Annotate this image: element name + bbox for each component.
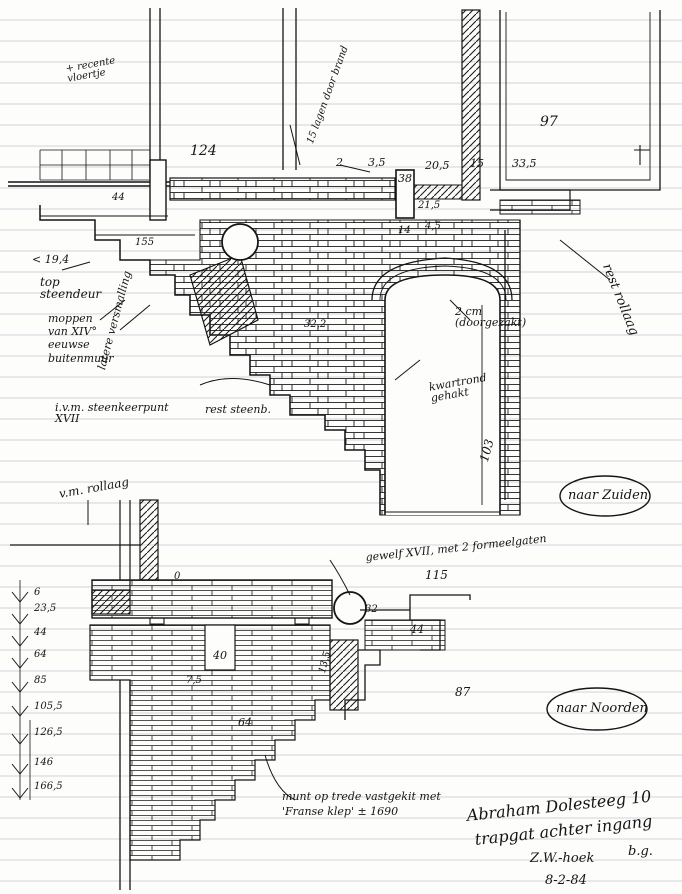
dim-44-lower: 44 [410, 623, 424, 636]
dim-15: 15 [470, 157, 484, 170]
scale-label: 85 [34, 675, 47, 686]
dim-32-2: 32,2 [304, 319, 327, 330]
naar-zuiden-oval [559, 475, 651, 517]
scale-label: 6 [34, 587, 41, 598]
dim-7-5: 7,5 [186, 675, 202, 686]
dim-21-5: 21,5 [418, 200, 441, 211]
scale-label: 166,5 [34, 781, 63, 792]
note-rest-steenb: rest steenb. [205, 403, 272, 416]
note-2cm: 2 cm (doorgezakt) [455, 305, 527, 329]
dim-38: 38 [398, 172, 412, 185]
scale-label: 105,5 [34, 701, 63, 712]
caption-initials: b.g. [628, 844, 653, 859]
dim-3-5: 3,5 [368, 156, 386, 169]
dim-97: 97 [540, 114, 558, 130]
scale-label: 64 [34, 649, 47, 660]
scale-label: 23,5 [34, 603, 57, 614]
note-naar-zuiden: naar Zuiden [568, 488, 649, 503]
note-top-steendeur: top steendeur [40, 275, 102, 301]
upper-section-drawing [8, 8, 661, 516]
dim-155: 155 [135, 237, 155, 248]
dim-115: 115 [425, 568, 448, 582]
scale-label: 44 [34, 627, 47, 638]
scale-label: 126,5 [34, 727, 63, 738]
naar-noorden-oval [546, 687, 648, 731]
lower-section-drawing [10, 499, 471, 890]
caption-date: 8-2-84 [545, 873, 587, 888]
scale-label: 146 [34, 757, 54, 768]
note-ivm-steenkeerpunt: i.v.m. steenkeerpunt XVII [55, 401, 169, 425]
note-moppen: moppen van XIV° eeuwse buitenmuur [48, 312, 114, 365]
notebook-rules [0, 19, 682, 882]
dim-44-upper: 44 [112, 192, 125, 203]
note-naar-noorden: naar Noorden [556, 701, 648, 716]
dim-87: 87 [455, 685, 471, 699]
dim-20-5: 20,5 [425, 159, 450, 172]
dim-33-5: 33,5 [512, 157, 537, 170]
dim-19-4: < 19,4 [32, 253, 70, 266]
dim-32: 32 [365, 604, 378, 615]
dim-2: 2 [336, 156, 343, 169]
dim-124: 124 [190, 143, 217, 159]
leader-lines [61, 124, 611, 801]
dim-64: 64 [238, 716, 252, 729]
dim-0: 0 [174, 571, 181, 582]
note-munt: munt op trede vastgekit met 'Franse klep… [282, 790, 441, 818]
dim-4-5: 4,5 [425, 221, 441, 232]
dim-40: 40 [213, 649, 227, 662]
dim-14: 14 [398, 225, 411, 236]
caption-location: Z.W.-hoek [530, 851, 595, 866]
